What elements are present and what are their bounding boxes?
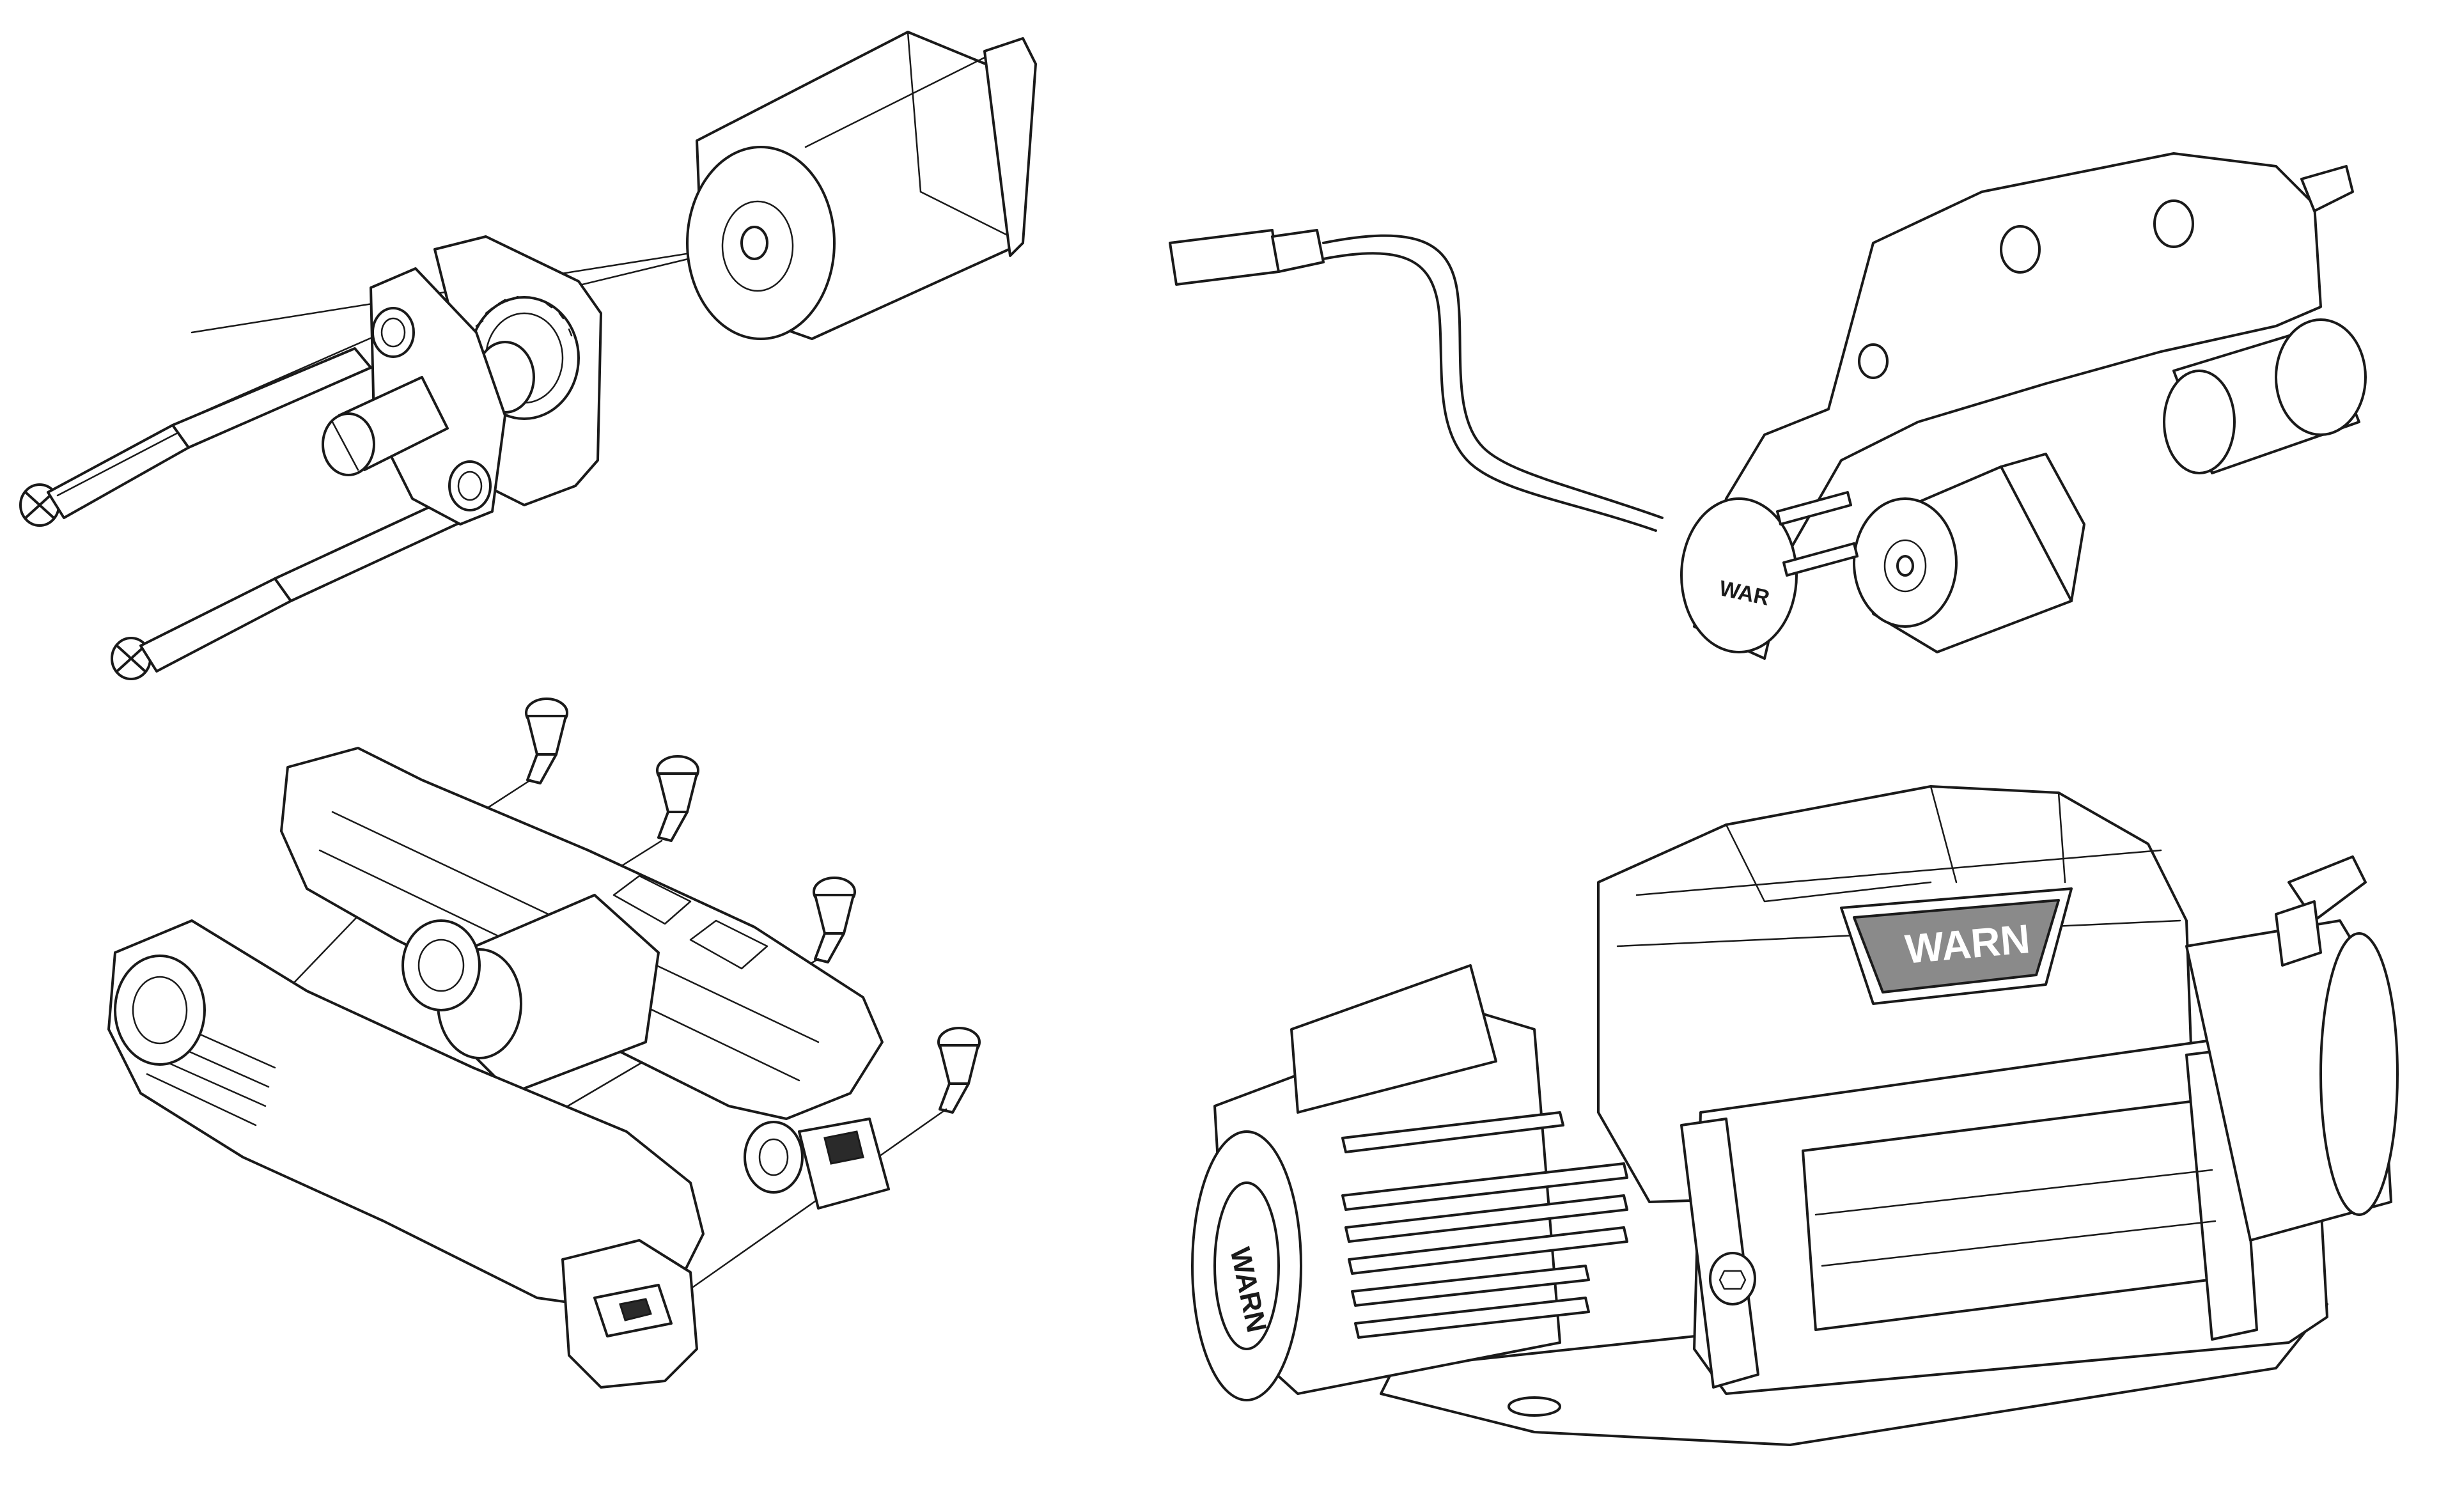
- wire-connector: [1169, 229, 1280, 286]
- figure-gearbox-exploded: [0, 0, 1087, 703]
- freespool-lever: [2300, 165, 2354, 212]
- cap-screw: [937, 1027, 981, 1114]
- cap-screw: [525, 698, 568, 784]
- wire-harness: [1322, 234, 1664, 519]
- roller-fairlead: [1680, 1028, 2328, 1395]
- spacer-tube-lower: [274, 497, 465, 602]
- drum-end-left: [114, 955, 206, 1066]
- housing-motor: [401, 894, 660, 1095]
- spool-drum: [2163, 318, 2367, 474]
- pin: [1782, 542, 1859, 577]
- screw-lower: [111, 577, 292, 680]
- motor-can: [686, 31, 1037, 340]
- figure-winch-internal-assembly: WAR: [1151, 115, 2455, 722]
- pin: [1776, 491, 1852, 526]
- frame-hole: [2000, 225, 2041, 274]
- assembly-line: [676, 1108, 947, 1299]
- cap-screw: [656, 755, 699, 842]
- screw-upper: [19, 424, 190, 527]
- drum-end-cap: [1680, 497, 1798, 653]
- mount-hole-upper: [371, 307, 415, 358]
- lock-bracket: [798, 1118, 890, 1210]
- winch-frame: [1693, 152, 2322, 660]
- frame-hole: [1858, 343, 1889, 379]
- figure-winch-assembled: WARN WARN: [1151, 754, 2455, 1509]
- warn-logo-badge: WARN: [1840, 887, 2073, 1005]
- frame-hole: [2153, 199, 2194, 248]
- figure-winch-housing-exploded: [64, 684, 1151, 1451]
- small-motor: [1853, 453, 2085, 653]
- vent-slots: [1341, 1111, 1628, 1339]
- cap-screw: [813, 877, 856, 963]
- warn-logo-text: WARN: [1903, 916, 2032, 972]
- mount-hole-lower: [448, 460, 492, 511]
- spacer-tube-upper: [171, 347, 372, 449]
- fairlead-bolt: [1709, 1252, 1756, 1305]
